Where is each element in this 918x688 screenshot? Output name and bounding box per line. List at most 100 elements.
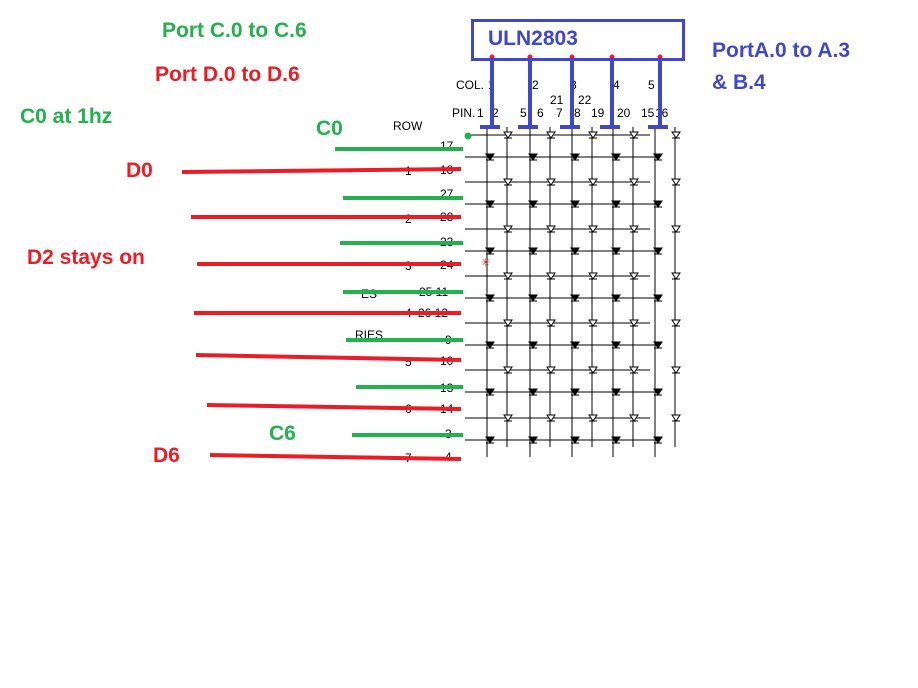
pin-number-1: 1 bbox=[477, 106, 484, 120]
pin-top-22: 22 bbox=[578, 93, 592, 107]
led-r7-c3 bbox=[570, 436, 580, 444]
led-b-r4-c4 bbox=[629, 272, 639, 280]
led-b-r3-c4 bbox=[629, 225, 639, 233]
led-b-r1-c3 bbox=[588, 131, 598, 139]
led-r6-c1 bbox=[485, 388, 495, 396]
pin-top-21: 21 bbox=[550, 93, 564, 107]
led-r1-c2 bbox=[528, 153, 538, 161]
led-b-r6-c4 bbox=[629, 366, 639, 374]
led-r2-c3 bbox=[570, 200, 580, 208]
port-c-label: Port C.0 to C.6 bbox=[162, 19, 307, 42]
led-b-r1-c2 bbox=[546, 131, 556, 139]
led-b-r5-c3 bbox=[588, 319, 598, 327]
led-b-r7-c3 bbox=[588, 414, 598, 422]
led-b-r6-c2 bbox=[546, 366, 556, 374]
led-r4-c5 bbox=[653, 294, 663, 302]
port-d-label: Port D.0 to D.6 bbox=[155, 63, 300, 86]
led-b-r5-c1 bbox=[503, 319, 513, 327]
led-r1-c5 bbox=[653, 153, 663, 161]
pin-number-5: 5 bbox=[520, 106, 527, 120]
row-label: ROW bbox=[393, 119, 423, 133]
led-b-r3-c2 bbox=[546, 225, 556, 233]
led-r7-c4 bbox=[611, 436, 621, 444]
col-label: COL. bbox=[456, 78, 484, 92]
led-b-r3-c3 bbox=[588, 225, 598, 233]
led-array bbox=[485, 131, 681, 444]
led-r3-c3 bbox=[570, 247, 580, 255]
led-b-r2-c3 bbox=[588, 178, 598, 186]
port-d-wire-5 bbox=[206, 403, 462, 411]
led-r5-c4 bbox=[611, 341, 621, 349]
led-r4-c3 bbox=[570, 294, 580, 302]
led-b-r1-c1 bbox=[503, 131, 513, 139]
pin-number-2: 2 bbox=[492, 106, 499, 120]
port-d-wire-6 bbox=[209, 453, 462, 461]
d2-lit-mark: ✳ bbox=[481, 257, 490, 269]
led-r4-c1 bbox=[485, 294, 495, 302]
led-b-r3-c1 bbox=[503, 225, 513, 233]
led-r6-c3 bbox=[570, 388, 580, 396]
led-b-r6-c5 bbox=[671, 366, 681, 374]
led-b-r6-c1 bbox=[503, 366, 513, 374]
led-r3-c1 bbox=[485, 247, 495, 255]
led-b-r4-c5 bbox=[671, 272, 681, 280]
col-number-5: 5 bbox=[648, 78, 655, 92]
led-b-r2-c4 bbox=[629, 178, 639, 186]
d0-label: D0 bbox=[126, 159, 153, 182]
led-b-r5-c2 bbox=[546, 319, 556, 327]
led-r5-c1 bbox=[485, 341, 495, 349]
led-b-r7-c5 bbox=[671, 414, 681, 422]
led-r4-c4 bbox=[611, 294, 621, 302]
led-r5-c2 bbox=[528, 341, 538, 349]
pin-number-20: 20 bbox=[617, 106, 631, 120]
led-b-r4-c3 bbox=[588, 272, 598, 280]
port-d-wire-0 bbox=[181, 167, 462, 174]
led-r5-c5 bbox=[653, 341, 663, 349]
led-r1-c1 bbox=[485, 153, 495, 161]
c0-label: C0 bbox=[316, 117, 343, 140]
led-r1-c3 bbox=[570, 153, 580, 161]
pin-label: PIN. bbox=[452, 106, 475, 120]
port-wires bbox=[181, 147, 463, 461]
led-b-r7-c2 bbox=[546, 414, 556, 422]
led-r1-c4 bbox=[611, 153, 621, 161]
pin-number-19: 19 bbox=[591, 106, 605, 120]
led-r2-c5 bbox=[653, 200, 663, 208]
pin-number-8: 8 bbox=[574, 106, 581, 120]
col-number-2: 2 bbox=[532, 78, 539, 92]
led-b-r2-c1 bbox=[503, 178, 513, 186]
led-b-r2-c2 bbox=[546, 178, 556, 186]
uln2803-output-legs: ✳ bbox=[464, 54, 668, 269]
led-r2-c1 bbox=[485, 200, 495, 208]
led-b-r4-c2 bbox=[546, 272, 556, 280]
port-a-label-line1: PortA.0 to A.3 bbox=[712, 39, 851, 62]
led-b-r7-c1 bbox=[503, 414, 513, 422]
led-r6-c5 bbox=[653, 388, 663, 396]
led-r3-c5 bbox=[653, 247, 663, 255]
led-b-r4-c1 bbox=[503, 272, 513, 280]
led-r7-c5 bbox=[653, 436, 663, 444]
d6-label: D6 bbox=[153, 444, 180, 467]
led-b-r5-c4 bbox=[629, 319, 639, 327]
led-r6-c2 bbox=[528, 388, 538, 396]
pin-number-6: 6 bbox=[537, 106, 544, 120]
row-number-5: 5 bbox=[405, 355, 412, 369]
c6-label: C6 bbox=[269, 422, 296, 445]
led-r6-c4 bbox=[611, 388, 621, 396]
led-r2-c4 bbox=[611, 200, 621, 208]
c0-rate-label: C0 at 1hz bbox=[20, 105, 113, 128]
led-r4-c2 bbox=[528, 294, 538, 302]
led-b-r5-c5 bbox=[671, 319, 681, 327]
port-a-label-line2: & B.4 bbox=[712, 71, 766, 94]
pin-number-15: 15 bbox=[641, 106, 655, 120]
pin-number-7: 7 bbox=[556, 106, 563, 120]
led-b-r1-c5 bbox=[671, 131, 681, 139]
led-r7-c2 bbox=[528, 436, 538, 444]
led-b-r6-c3 bbox=[588, 366, 598, 374]
led-r2-c2 bbox=[528, 200, 538, 208]
chip-label: ULN2803 bbox=[488, 27, 578, 50]
led-matrix-grid bbox=[465, 127, 676, 457]
led-b-r2-c5 bbox=[671, 178, 681, 186]
led-r7-c1 bbox=[485, 436, 495, 444]
